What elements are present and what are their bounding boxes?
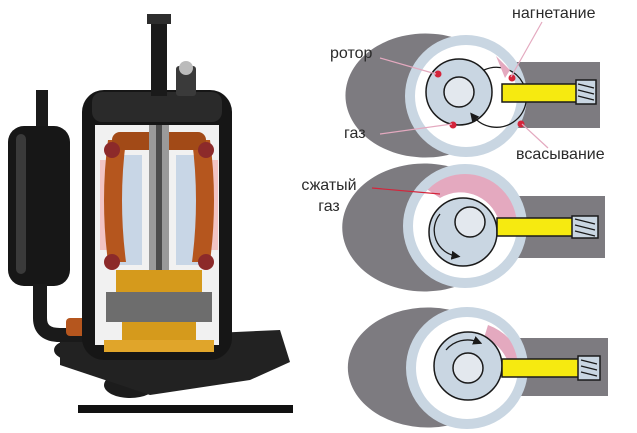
- base-plate: [78, 405, 293, 413]
- leader-rotor: [379, 57, 437, 75]
- discharge-pipe: [151, 16, 167, 96]
- label-rotor: ротор: [330, 45, 373, 62]
- winding-end-1: [104, 142, 120, 158]
- stage-1-shaft: [443, 76, 475, 108]
- terminal-block: [176, 66, 196, 96]
- leader-suction: [521, 123, 549, 149]
- stage-2-rotation-arrow: [433, 213, 461, 260]
- label-gas: газ: [344, 125, 366, 142]
- pump-base: [104, 340, 214, 352]
- shaft-core: [156, 125, 162, 350]
- discharge-pipe-top: [147, 14, 171, 24]
- stage-3-shaft: [452, 352, 484, 384]
- stage-2: [342, 163, 605, 292]
- pump-cylinder: [106, 292, 212, 322]
- stage-2-vane: [496, 217, 576, 237]
- stage-3-spring-coils: [580, 359, 598, 377]
- stage-1-gas-dot-3: [508, 74, 516, 82]
- leader-gas: [379, 123, 453, 135]
- pump-bearing: [116, 270, 202, 292]
- stage-2-shaft: [454, 206, 486, 238]
- stage-1-vane: [501, 83, 583, 103]
- stage-1: [345, 21, 600, 158]
- stage-1-spring-coils: [577, 83, 595, 101]
- stage-2-spring-coils: [574, 218, 596, 237]
- leader-compressed-gas: [371, 187, 441, 195]
- stage-2-compressed-gas: [425, 172, 520, 226]
- stage-1-gas-dot-4: [517, 120, 525, 128]
- accumulator-highlight: [16, 134, 26, 274]
- accumulator-pipe-top: [36, 90, 48, 130]
- stage-3-gas-region: [484, 325, 522, 362]
- label-compressed-gas-line2: газ: [318, 198, 340, 215]
- pump-lower-bearing: [122, 322, 196, 340]
- label-suction: всасывание: [516, 146, 605, 163]
- label-compressed-gas-line1: сжатый: [301, 177, 357, 194]
- copper-winding-right: [192, 140, 214, 262]
- stage-3: [347, 307, 608, 429]
- stage-1-gas-region: [496, 56, 510, 78]
- stage-1-gas-dot-2: [449, 121, 457, 129]
- shell-top-cap: [92, 92, 222, 122]
- leader-discharge: [510, 21, 543, 78]
- suction-pipe: [33, 284, 95, 342]
- stage-1-gas-dot-1: [434, 70, 442, 78]
- winding-end-3: [104, 254, 120, 270]
- stage-3-vane: [501, 358, 581, 378]
- winding-end-2: [198, 142, 214, 158]
- copper-winding-left: [104, 140, 126, 262]
- winding-end-4: [198, 254, 214, 270]
- label-discharge: нагнетание: [512, 5, 596, 22]
- stage-3-rotation-arrow: [445, 336, 483, 351]
- terminal-cap: [179, 61, 193, 75]
